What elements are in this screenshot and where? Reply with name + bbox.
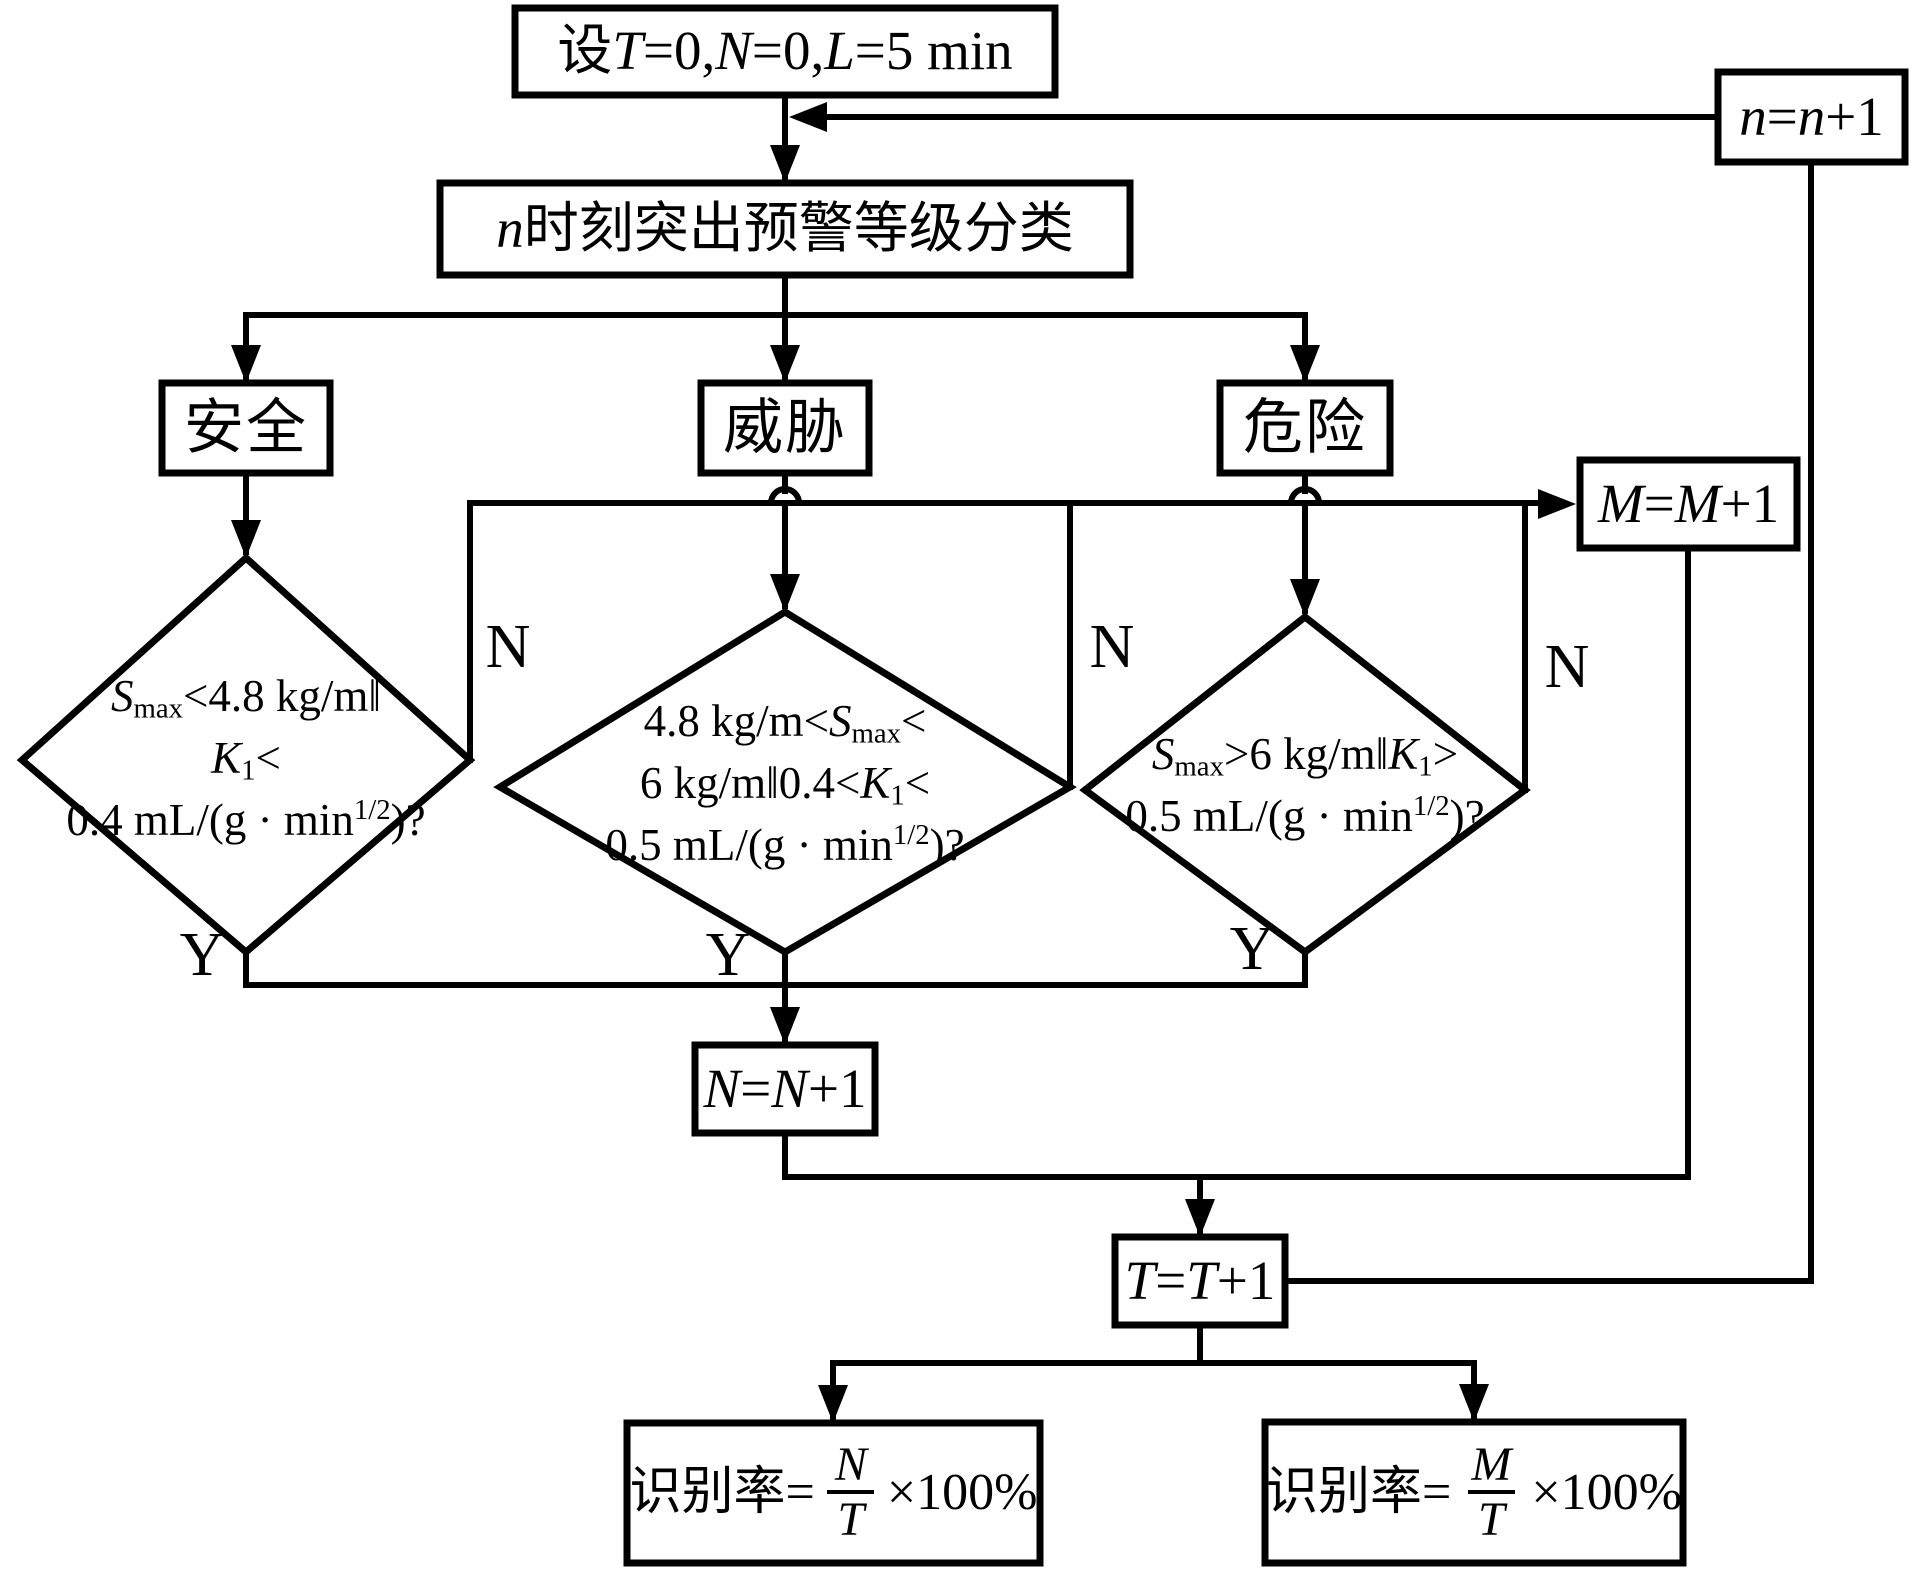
arrowhead-into-safe xyxy=(231,345,261,383)
start-box-shape xyxy=(511,4,1059,99)
label-no-1: N xyxy=(485,612,531,681)
n-increment-node: n=n+1 xyxy=(1739,85,1884,147)
arrowhead-into-result-m xyxy=(1459,1384,1489,1422)
start-node: 设 T=0,N=0,L=5 min xyxy=(557,20,1013,82)
process-shapes xyxy=(158,4,1909,1567)
threat-node: 威胁 xyxy=(723,395,847,461)
arrowhead-into-result-n xyxy=(818,1385,848,1423)
arrowhead-feedback-left xyxy=(789,102,827,132)
label-no-2: N xyxy=(1089,612,1135,681)
fraction-denominator: T xyxy=(1467,1489,1515,1545)
line-hop-threat xyxy=(767,486,803,507)
label-yes-3: Y xyxy=(1229,914,1275,983)
result-n-box-shape xyxy=(623,1419,1044,1567)
arrowhead-into-t-counter xyxy=(1185,1199,1215,1237)
decision-safe-text: Smax<4.8 kg/m‖K1<0.4 mL/(g · min1/2)? xyxy=(66,670,426,845)
arrowhead-into-classify xyxy=(770,145,800,183)
classify-node: n 时刻突出预警等级分类 xyxy=(496,197,1074,259)
result-m-prefix: 识别率= xyxy=(1266,1463,1452,1521)
arrowhead-into-n-counter xyxy=(770,1007,800,1045)
arrowhead-into-decision-safe xyxy=(231,520,261,558)
decision-threat-diamond xyxy=(493,607,1077,957)
decision-danger-diamond xyxy=(1079,612,1531,957)
result-m-suffix: ×100% xyxy=(1531,1463,1682,1521)
result-n-fraction: N T xyxy=(825,1438,877,1545)
edge-t-to-n-loop xyxy=(1282,159,1814,1284)
fraction-numerator: M xyxy=(1471,1437,1512,1491)
t-counter-box-shape xyxy=(1111,1233,1289,1329)
arrowhead-into-decision-danger xyxy=(1290,579,1320,617)
result-n-suffix: ×100% xyxy=(886,1464,1038,1522)
arrowhead-into-m-increment xyxy=(1538,489,1576,519)
t-counter-node: T=T+1 xyxy=(1124,1249,1276,1311)
n-increment-box-shape xyxy=(1714,68,1909,166)
result-n-node: 识别率= N T ×100% xyxy=(627,1423,1040,1563)
n-counter-node: N=N+1 xyxy=(703,1057,867,1119)
decision-threat-text: 4.8 kg/m<Smax<6 kg/m‖0.4<K1<0.5 mL/(g · … xyxy=(605,695,965,870)
fraction-denominator: T xyxy=(827,1490,875,1545)
result-m-fraction: M T xyxy=(1461,1437,1521,1545)
result-n-prefix: 识别率= xyxy=(629,1464,815,1522)
arrowhead-into-threat xyxy=(770,345,800,383)
result-m-node: 识别率= M T ×100% xyxy=(1265,1422,1683,1563)
decision-danger-text: Smax>6 kg/m‖K1>0.5 mL/(g · min1/2)? xyxy=(1125,728,1485,841)
arrowhead-into-decision-threat xyxy=(770,574,800,612)
fraction-numerator: N xyxy=(834,1438,867,1492)
line-hop-danger xyxy=(1287,486,1323,507)
label-yes-2: Y xyxy=(705,920,751,989)
m-increment-node: M=M+1 xyxy=(1597,472,1780,534)
arrowheads xyxy=(231,102,1576,1423)
m-increment-box-shape xyxy=(1576,456,1801,552)
label-yes-1: Y xyxy=(179,920,225,989)
connector-lines xyxy=(243,92,1814,1421)
label-no-3: N xyxy=(1544,632,1590,701)
safe-node: 安全 xyxy=(184,395,308,461)
arrowhead-into-danger xyxy=(1290,345,1320,383)
danger-node: 危险 xyxy=(1243,395,1367,461)
danger-box-shape xyxy=(1216,379,1394,477)
decision-safe-diamond xyxy=(16,553,476,957)
decision-shapes xyxy=(16,553,1531,957)
